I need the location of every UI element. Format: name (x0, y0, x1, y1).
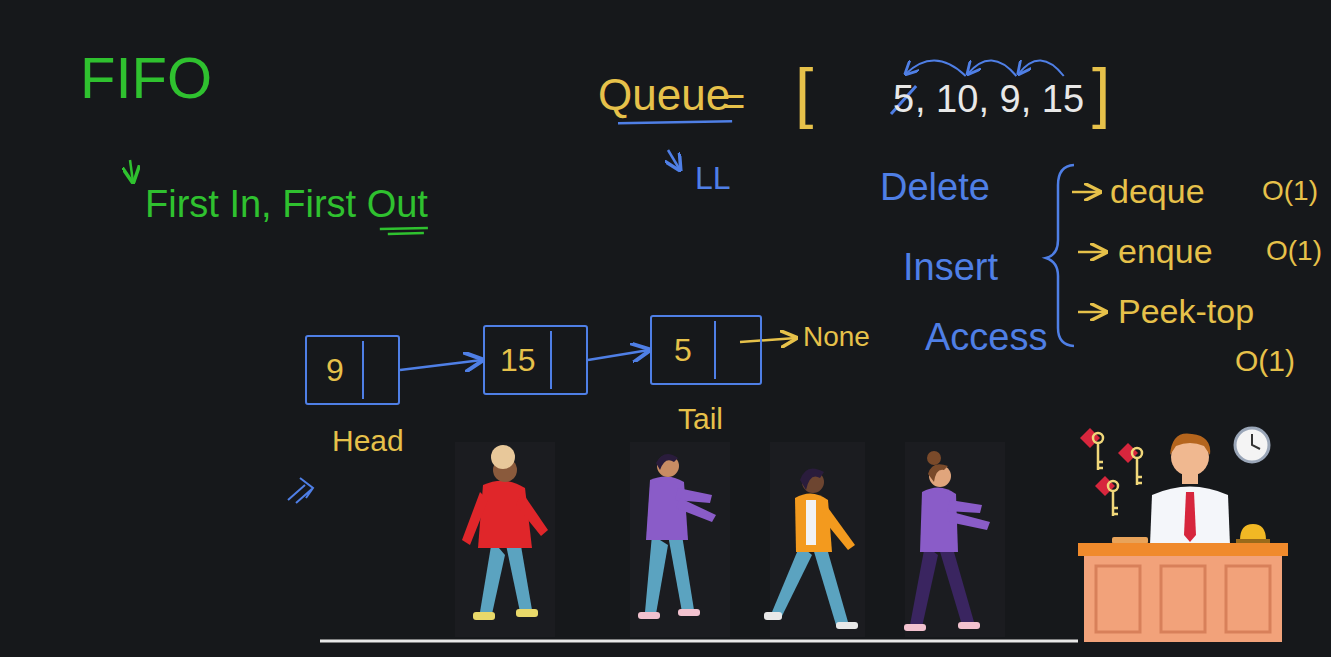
person-figure (630, 442, 730, 637)
person-figure (904, 442, 1005, 637)
variable-name: Queue (598, 72, 730, 118)
operation-name: Access (925, 318, 1047, 358)
underline (618, 121, 732, 123)
null-label: None (803, 322, 870, 351)
queue-values: , 10, 9, 15 (915, 80, 1084, 120)
null-pointer-arrow (740, 338, 796, 342)
right-arrow (1078, 311, 1106, 314)
list-node: 5 (650, 315, 762, 385)
pointer-label: Head (332, 425, 404, 457)
pointer-label: Tail (678, 403, 723, 435)
shift-arrow (1018, 60, 1063, 76)
list-node: 15 (483, 325, 588, 395)
shift-arrow (968, 60, 1017, 76)
person-figure (764, 442, 865, 637)
node-value: 9 (326, 354, 344, 386)
node-value: 5 (674, 334, 692, 366)
complexity: O(1) (1235, 345, 1295, 377)
down-arrow (130, 160, 133, 182)
equals-sign: = (722, 80, 745, 122)
next-pointer (400, 360, 482, 370)
floor-line (320, 640, 1078, 643)
operation-name: Delete (880, 168, 990, 208)
bracket: ] (1092, 58, 1110, 127)
operation-name: Insert (903, 248, 998, 288)
bracket: [ (795, 58, 813, 127)
pointer-cell (714, 321, 760, 379)
down-arrow (668, 150, 680, 170)
pointer-mark (288, 478, 313, 503)
note-text: LL (695, 162, 731, 196)
right-arrow (1072, 191, 1100, 194)
pointer-cell (362, 341, 398, 399)
shift-arrow (906, 60, 966, 76)
person-figure (455, 442, 555, 637)
next-pointer (588, 350, 649, 360)
curly-brace (1046, 165, 1074, 346)
method-name: enque (1118, 234, 1213, 270)
underline (380, 228, 428, 234)
complexity: O(1) (1266, 236, 1322, 265)
method-name: deque (1110, 174, 1205, 210)
definition-text: First In, First Out (145, 185, 428, 225)
method-name: Peek-top (1118, 294, 1254, 330)
right-arrow (1078, 251, 1106, 254)
reception-desk (1078, 428, 1288, 642)
removed-value: 5 (893, 80, 914, 120)
pointer-cell (550, 331, 586, 389)
list-node: 9 (305, 335, 400, 405)
complexity: O(1) (1262, 176, 1318, 205)
title-text: FIFO (80, 48, 212, 109)
node-value: 15 (500, 344, 536, 376)
